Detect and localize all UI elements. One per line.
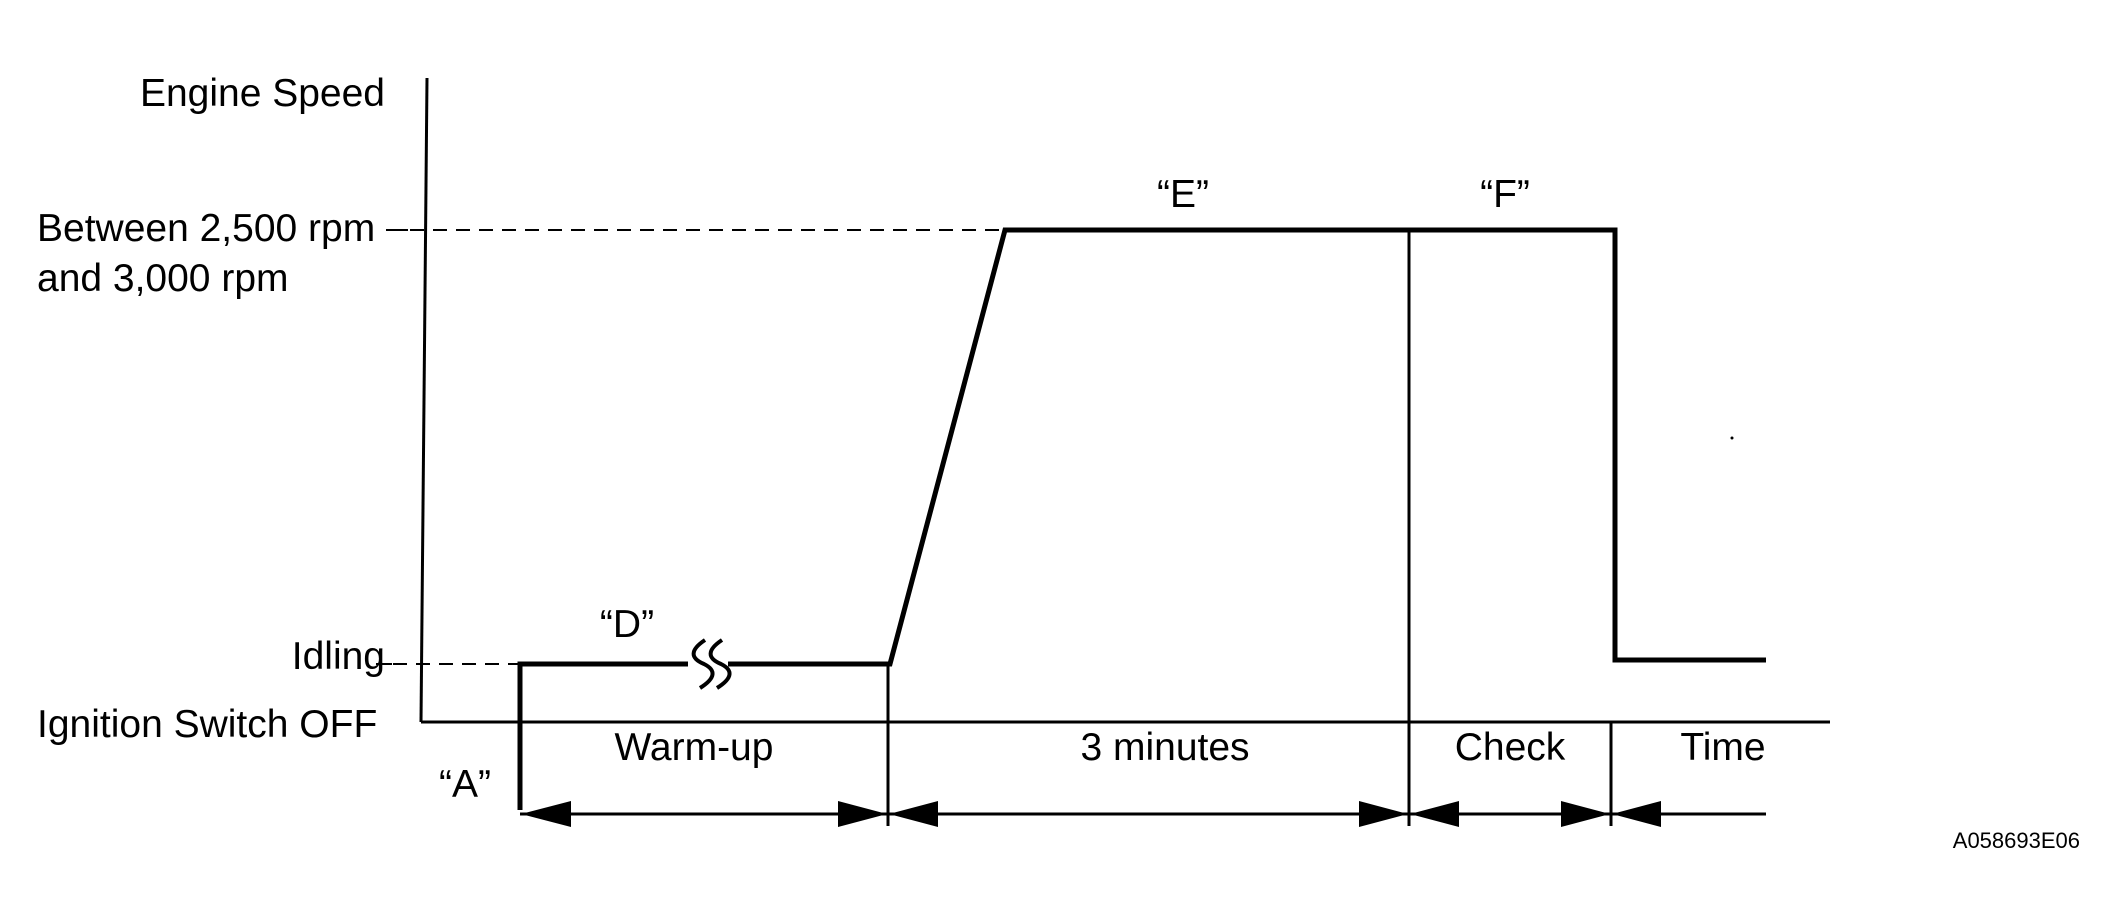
point-label-e: “E”: [1157, 173, 1209, 216]
arrowhead-3min-right: [1359, 801, 1408, 827]
interval-label-time: Time: [1680, 726, 1765, 769]
y-axis-title: Engine Speed: [140, 72, 385, 115]
point-label-a: “A”: [439, 763, 491, 806]
label-high-speed-line1: Between 2,500 rpm: [37, 207, 375, 250]
arrowhead-check-left: [1410, 801, 1459, 827]
break-symbol-right: [708, 638, 732, 690]
figure-reference-code: A058693E06: [1953, 828, 2080, 853]
label-ignition-off: Ignition Switch OFF: [37, 703, 377, 746]
arrowhead-warmup-right: [838, 801, 887, 827]
arrowhead-warmup-left: [521, 801, 571, 827]
interval-label-check: Check: [1455, 726, 1566, 769]
interval-label-3-minutes: 3 minutes: [1080, 726, 1249, 769]
y-axis: [419, 77, 429, 723]
engine-speed-profile: [517, 227, 1766, 810]
point-label-f: “F”: [1480, 173, 1530, 216]
arrowhead-time-left: [1612, 801, 1661, 827]
break-symbol-left: [691, 638, 715, 690]
point-label-d: “D”: [600, 603, 654, 646]
interval-label-warmup: Warm-up: [615, 726, 774, 769]
arrowhead-3min-left: [889, 801, 938, 827]
arrowhead-check-right: [1561, 801, 1610, 827]
label-idling: Idling: [292, 635, 385, 678]
stray-dot: [1730, 436, 1734, 440]
label-high-speed-line2: and 3,000 rpm: [37, 257, 289, 300]
